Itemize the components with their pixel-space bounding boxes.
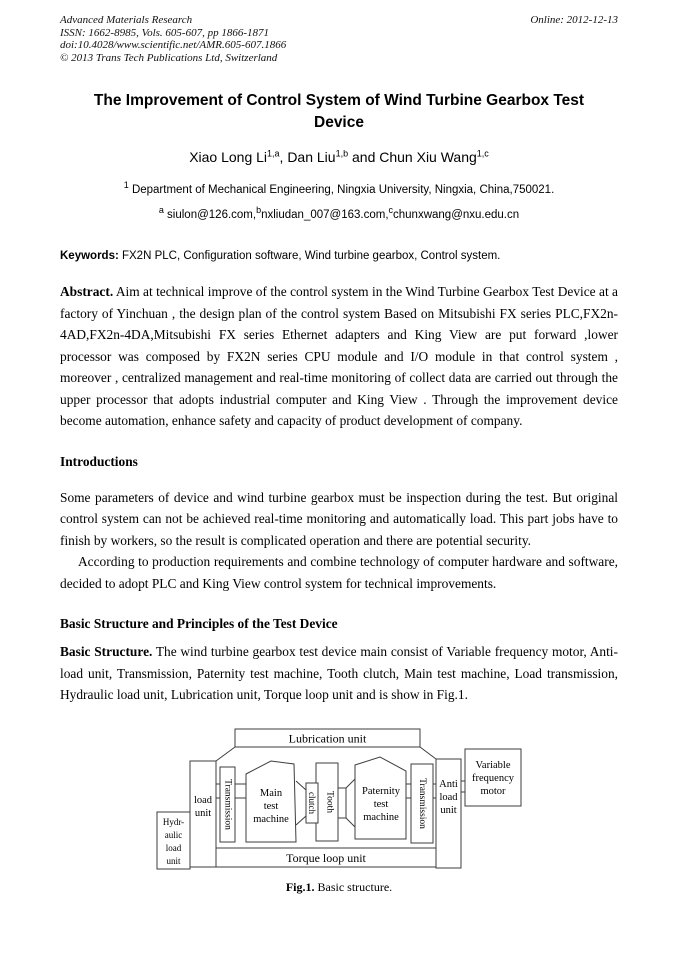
variable-frequency-motor-box	[464, 748, 522, 806]
email-1-sup: a	[158, 205, 164, 216]
hydraulic-label-line4: unit	[166, 856, 181, 866]
lubrication-right-connector	[419, 746, 437, 759]
anti-load-label-line3: unit	[440, 805, 456, 816]
coupling-line	[295, 780, 307, 790]
figure-1-caption-text: Basic structure.	[314, 879, 393, 894]
journal-copyright-line: © 2013 Trans Tech Publications Ltd, Swit…	[60, 51, 278, 64]
keywords-label: Keywords:	[60, 250, 119, 262]
keywords-line: Keywords: FX2N PLC, Configuration softwa…	[60, 249, 618, 264]
emails-line: a siulon@126.com,bnxliudan_007@163.com,c…	[60, 205, 618, 222]
keywords-text: FX2N PLC, Configuration software, Wind t…	[118, 250, 501, 262]
journal-header-left: Advanced Materials Research ISSN: 1662-8…	[60, 14, 286, 64]
paternity-label-line2: test	[374, 799, 389, 810]
main-test-machine-box	[245, 759, 297, 842]
load-unit-label-line1: load	[194, 795, 213, 806]
transmission-right-box	[410, 763, 434, 843]
author-1-sup: 1,a	[267, 148, 280, 159]
authors-line: Xiao Long Li1,a, Dan Liu1,b and Chun Xiu…	[60, 148, 618, 166]
hydraulic-label-line2: aulic	[165, 830, 183, 840]
hydraulic-load-unit-box	[156, 811, 191, 869]
author-2-sup: 1,b	[335, 148, 349, 159]
hydraulic-label-line1: Hydr-	[163, 817, 184, 827]
transmission-left-box	[219, 766, 236, 842]
basic-structure-text: The wind turbine gearbox test device mai…	[60, 644, 618, 702]
paper-title: The Improvement of Control System of Win…	[93, 92, 585, 131]
section-heading-basic-structure: Basic Structure and Principles of the Te…	[60, 616, 338, 631]
journal-name: Advanced Materials Research	[60, 14, 193, 26]
coupling-line	[295, 815, 307, 825]
clutch-label: clutch	[307, 792, 317, 814]
basic-structure-paragraph: Basic Structure. The wind turbine gearbo…	[60, 641, 618, 706]
author-2-name: , Dan Liu	[279, 149, 336, 165]
section-heading-introductions: Introductions	[60, 453, 138, 469]
paternity-label-line1: Paternity	[362, 786, 401, 797]
email-3-sup: c	[388, 205, 394, 216]
transmission-right-label: Transmission	[417, 778, 427, 829]
lubrication-unit-box	[234, 728, 421, 747]
figure-1: Lubrication unit load unit Hydr- aulic l…	[148, 726, 530, 895]
torque-loop-unit-box	[215, 847, 437, 867]
torque-loop-unit-label: Torque loop unit	[286, 851, 366, 865]
affiliation-sup: 1	[123, 180, 129, 191]
email-2-text: nxliudan_007@163.com,	[261, 209, 389, 221]
abstract-label: Abstract.	[60, 284, 114, 299]
journal-issn-line: ISSN: 1662-8985, Vols. 605-607, pp 1866-…	[60, 26, 269, 39]
introductions-paragraph-2: According to production requirements and…	[60, 554, 618, 591]
abstract-text: Aim at technical improve of the control …	[60, 284, 618, 428]
coupling-line	[345, 778, 356, 788]
author-1-name: Xiao Long Li	[189, 149, 268, 165]
figure-1-caption: Fig.1. Basic structure.	[148, 879, 530, 895]
vfm-label-line2: frequency	[472, 773, 515, 784]
clutch-box	[305, 782, 319, 823]
abstract-paragraph: Abstract. Aim at technical improve of th…	[60, 281, 618, 432]
author-3-sup: 1,c	[476, 148, 489, 159]
paternity-label-line3: machine	[363, 812, 399, 823]
online-date: Online: 2012-12-13	[530, 14, 618, 26]
main-test-label-line1: Main	[260, 788, 283, 799]
anti-load-unit-box	[435, 758, 462, 868]
email-1-text: siulon@126.com,	[163, 209, 257, 221]
email-2-sup: b	[256, 205, 262, 216]
email-3-text: chunxwang@nxu.edu.cn	[393, 209, 520, 221]
anti-load-label-line1: Anti	[439, 779, 458, 790]
author-3-name: and Chun Xiu Wang	[348, 149, 477, 165]
figure-1-diagram: Lubrication unit load unit Hydr- aulic l…	[156, 728, 522, 869]
lubrication-unit-label: Lubrication unit	[289, 731, 367, 745]
vfm-label-line1: Variable	[476, 760, 511, 771]
paternity-test-machine-box	[354, 755, 407, 839]
coupling-box	[337, 787, 347, 818]
vfm-label-line3: motor	[480, 786, 506, 797]
introductions-paragraph-1: Some parameters of device and wind turbi…	[60, 489, 618, 548]
journal-doi-line: doi:10.4028/www.scientific.net/AMR.605-6…	[60, 39, 287, 51]
load-unit-label-line2: unit	[195, 808, 211, 819]
journal-header: Advanced Materials Research ISSN: 1662-8…	[60, 14, 618, 64]
coupling-line	[345, 817, 356, 827]
hydraulic-label-line3: load	[166, 843, 182, 853]
main-test-label-line2: test	[264, 801, 279, 812]
paper-page: Advanced Materials Research ISSN: 1662-8…	[60, 14, 618, 895]
main-test-label-line3: machine	[253, 814, 289, 825]
basic-structure-label: Basic Structure.	[60, 644, 153, 659]
lubrication-left-connector	[215, 746, 236, 761]
tooth-label: Tooth	[325, 790, 335, 812]
affiliation-text: Department of Mechanical Engineering, Ni…	[128, 184, 555, 196]
transmission-left-label: Transmission	[223, 779, 233, 830]
affiliation-line: 1 Department of Mechanical Engineering, …	[60, 180, 618, 197]
figure-1-caption-label: Fig.1.	[285, 879, 315, 894]
anti-load-label-line2: load	[439, 792, 458, 803]
